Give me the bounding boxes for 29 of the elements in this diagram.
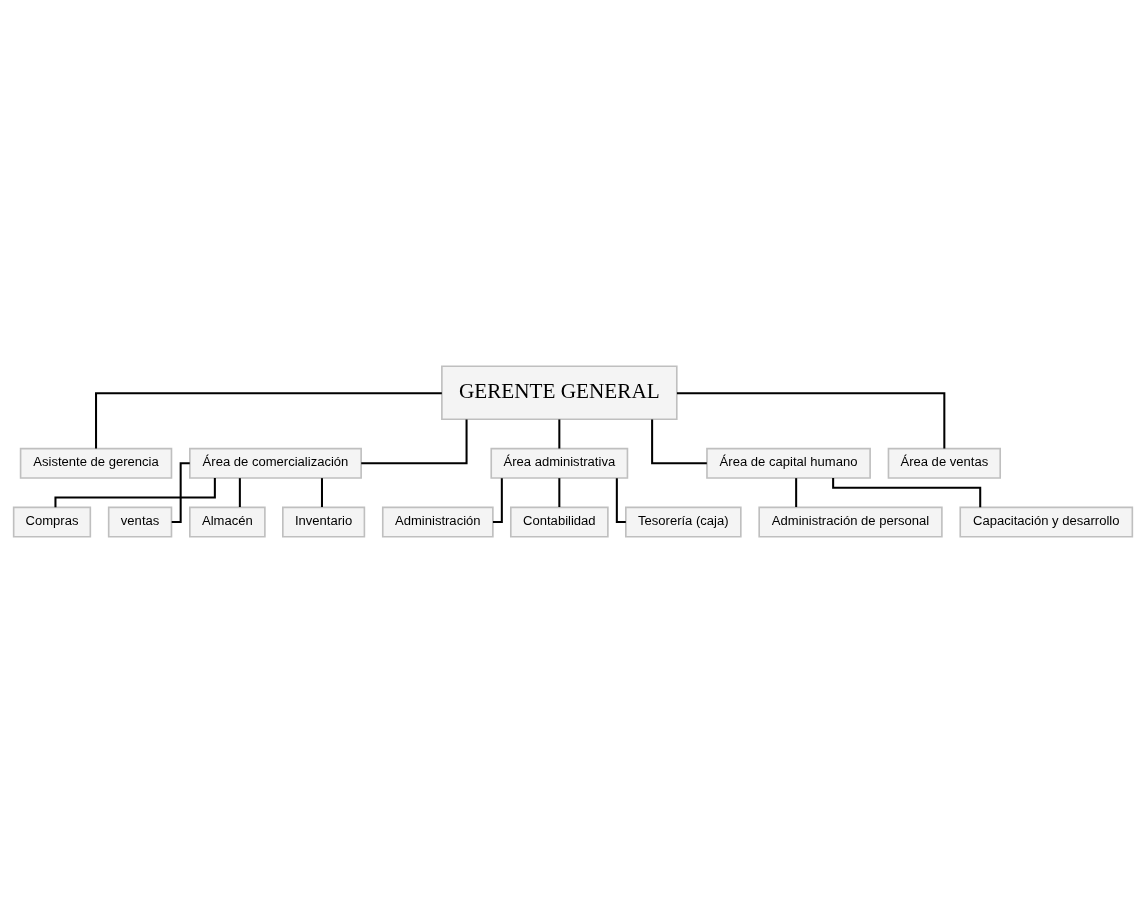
node-box: Área de comercialización: [189, 447, 362, 479]
connector: [238, 478, 241, 508]
node-box: Área de capital humano: [706, 447, 871, 479]
connector: [171, 462, 190, 524]
node-box: Inventario: [282, 506, 366, 538]
connector: [54, 478, 216, 508]
connector: [676, 392, 946, 449]
connector: [832, 478, 982, 508]
node-box: Asistente de gerencia: [19, 447, 173, 479]
connector: [615, 478, 626, 524]
connector: [651, 419, 707, 465]
node-box: Área de ventas: [887, 447, 1002, 479]
node-box: ventas: [107, 506, 173, 538]
node-box: Contabilidad: [510, 506, 609, 538]
connector: [558, 419, 561, 449]
node-box: Administración de personal: [758, 506, 943, 538]
connector: [320, 478, 323, 508]
node-box: Compras: [12, 506, 92, 538]
connector: [95, 392, 442, 449]
node-box: Capacitación y desarrollo: [959, 506, 1134, 538]
connector: [558, 478, 561, 508]
connector: [361, 419, 468, 465]
node-box: Tesorería (caja): [625, 506, 742, 538]
node-box: Administración: [381, 506, 494, 538]
connector: [492, 478, 503, 524]
node-box: Área administrativa: [490, 447, 629, 479]
connector: [795, 478, 798, 508]
node-box: GERENTE GENERAL: [441, 365, 678, 421]
node-box: Almacén: [189, 506, 266, 538]
